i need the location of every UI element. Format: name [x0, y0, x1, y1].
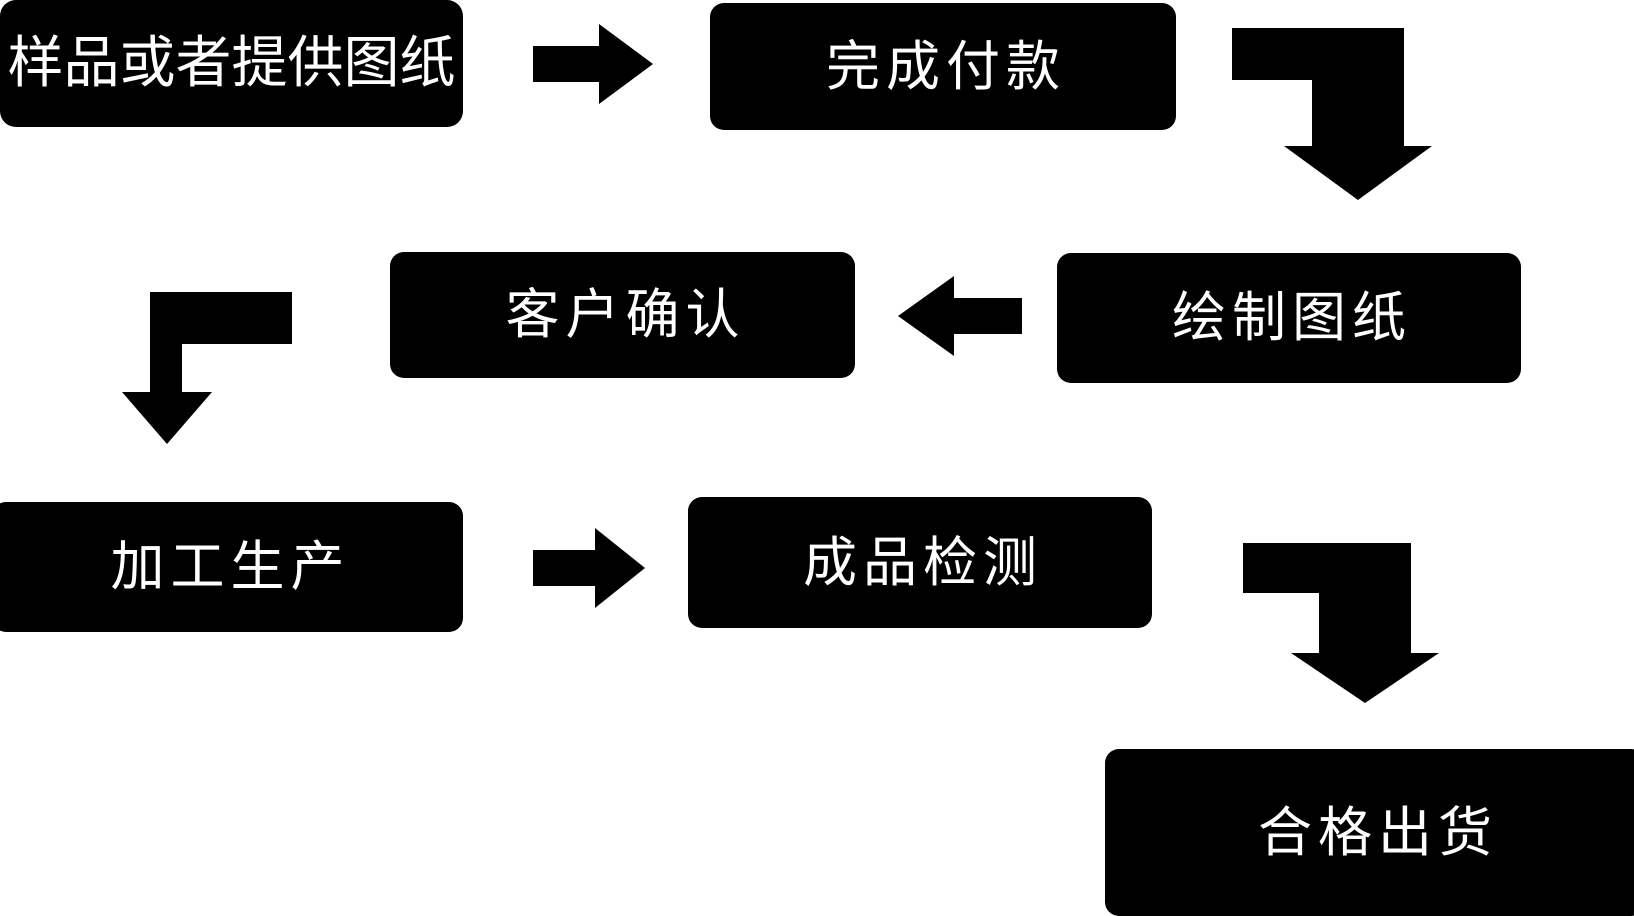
flow-node-confirm[interactable]: 客户确认 [390, 252, 855, 378]
flow-node-sample[interactable]: 样品或者提供图纸 [0, 0, 463, 127]
flow-node-payment[interactable]: 完成付款 [710, 3, 1176, 130]
flow-node-shipping-label: 合格出货 [1258, 800, 1498, 864]
flow-node-production-label: 加工生产 [110, 535, 351, 598]
arrow-right-icon [533, 24, 653, 104]
flow-node-sample-label: 样品或者提供图纸 [7, 30, 456, 96]
arrow-left-icon [898, 276, 1022, 356]
flow-node-shipping[interactable]: 合格出货 [1105, 749, 1634, 916]
flow-node-inspection-label: 成品检测 [803, 530, 1043, 594]
arrow-elbow-right-down-icon [1232, 28, 1432, 200]
arrow-elbow-right-down-icon [1243, 543, 1439, 703]
arrow-elbow-left-down-icon [122, 292, 292, 444]
flow-node-confirm-label: 客户确认 [505, 283, 746, 346]
flow-node-inspection[interactable]: 成品检测 [688, 497, 1152, 628]
flow-node-drawing-label: 绘制图纸 [1172, 286, 1412, 349]
flow-node-drawing[interactable]: 绘制图纸 [1057, 253, 1521, 383]
flow-node-payment-label: 完成付款 [826, 34, 1066, 98]
arrow-right-icon [533, 528, 645, 608]
flow-node-production[interactable]: 加工生产 [0, 502, 463, 632]
